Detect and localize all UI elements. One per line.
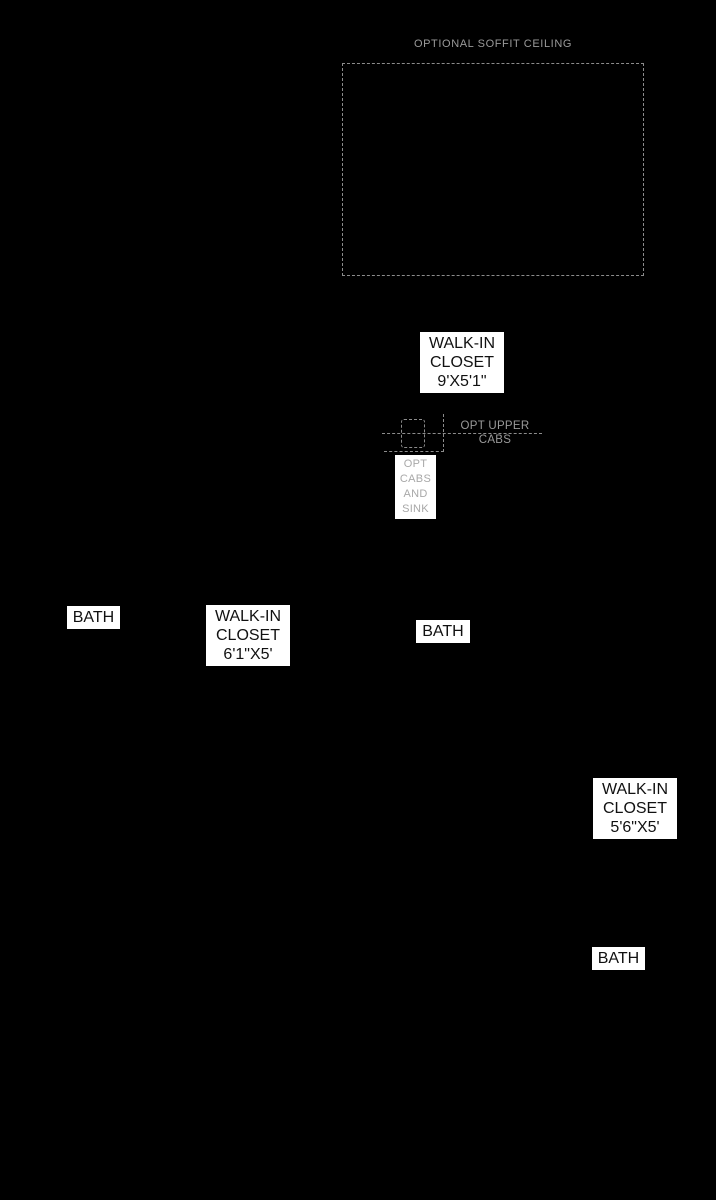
soffit-ceiling-caption: OPTIONAL SOFFIT CEILING — [413, 38, 573, 50]
walk-in-closet-3-dimensions: 5'6"X5' — [610, 819, 660, 836]
walk-in-closet-master-label: WALK-IN CLOSET 9'X5'1" — [420, 332, 504, 393]
walk-in-closet-master-dimensions: 9'X5'1" — [437, 373, 487, 390]
bath-right-label: BATH — [592, 947, 645, 970]
opt-upper-cabs-line — [382, 433, 542, 434]
walk-in-closet-2-dimensions: 6'1"X5' — [223, 646, 273, 663]
soffit-ceiling-outline — [342, 63, 644, 276]
opt-upper-cabs-line1: OPT UPPER — [460, 420, 530, 432]
sink-icon — [401, 419, 425, 448]
walk-in-closet-3-line2: CLOSET — [602, 800, 667, 817]
opt-upper-cabs-line2: CABS — [478, 434, 512, 446]
opt-upper-cabs-edge — [443, 414, 444, 452]
opt-cabs-and-sink-note: OPT CABS AND SINK — [395, 455, 436, 519]
bath-center-label: BATH — [416, 620, 470, 643]
opt-cabs-sink-line2: CABS — [399, 473, 432, 485]
opt-cabs-counter-line — [384, 451, 444, 452]
opt-cabs-sink-line4: SINK — [402, 503, 429, 515]
walk-in-closet-2-line1: WALK-IN — [214, 608, 282, 625]
bath-left-label: BATH — [67, 606, 120, 629]
opt-cabs-sink-line1: OPT — [403, 458, 428, 470]
walk-in-closet-3-line1: WALK-IN — [601, 781, 669, 798]
walk-in-closet-2-label: WALK-IN CLOSET 6'1"X5' — [206, 605, 290, 666]
walk-in-closet-3-label: WALK-IN CLOSET 5'6"X5' — [593, 778, 677, 839]
walk-in-closet-master-line1: WALK-IN — [428, 335, 496, 352]
opt-cabs-sink-line3: AND — [403, 488, 428, 500]
opt-upper-cabs-note: OPT UPPER CABS — [450, 419, 540, 447]
walk-in-closet-2-line2: CLOSET — [215, 627, 280, 644]
walk-in-closet-master-line2: CLOSET — [429, 354, 494, 371]
